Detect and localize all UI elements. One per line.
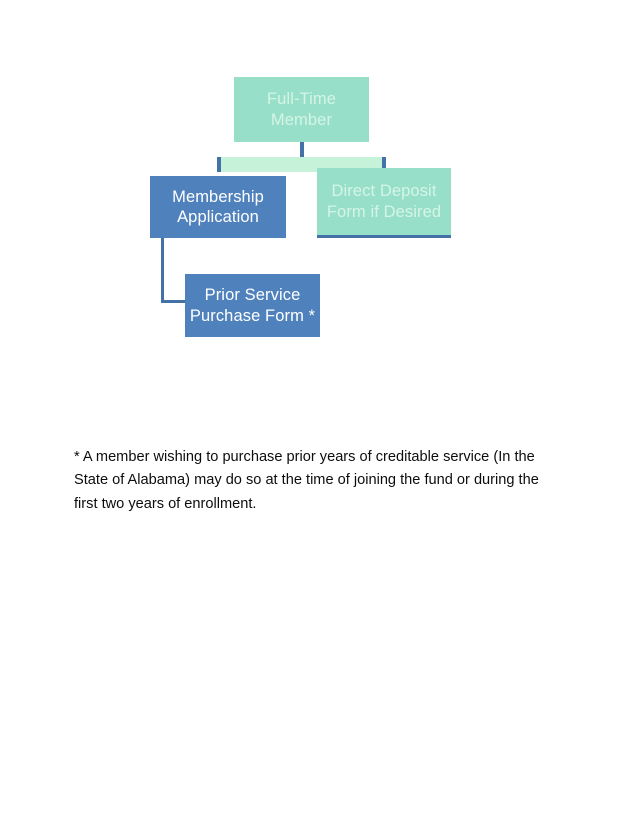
node-prior-service-purchase-form[interactable]: Prior Service Purchase Form *	[185, 274, 320, 337]
connector-elbow-vertical	[161, 238, 164, 303]
connector-elbow-horizontal	[161, 300, 187, 303]
node-direct-deposit-form[interactable]: Direct Deposit Form if Desired	[317, 168, 451, 238]
org-chart-diagram: Full-Time Member Membership Application …	[0, 0, 640, 400]
footnote-text: * A member wishing to purchase prior yea…	[74, 448, 539, 512]
node-membership-application[interactable]: Membership Application	[150, 176, 286, 238]
node-full-time-member[interactable]: Full-Time Member	[234, 77, 369, 142]
connector-root-stub	[300, 142, 304, 158]
